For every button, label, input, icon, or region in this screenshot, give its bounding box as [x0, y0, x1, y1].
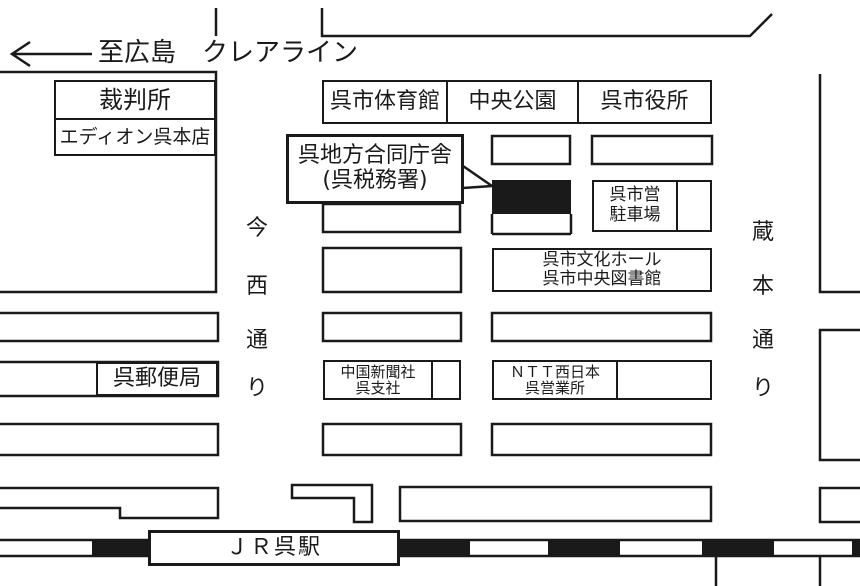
block-left-1: [0, 311, 220, 343]
block-right-1: [490, 134, 572, 166]
parking-line2: 駐車場: [609, 205, 661, 225]
ntt-line1: ＮＴＴ西日本: [509, 362, 600, 381]
railway-dash: [852, 540, 860, 556]
kuramoto-char-1: 蔵: [752, 220, 775, 245]
railway-dash: [92, 540, 148, 556]
block-mid-1: [321, 202, 462, 234]
block-left-4: [0, 486, 220, 520]
post-office-box: 呉郵便局: [96, 362, 218, 396]
block-right-3: [490, 311, 713, 343]
imanishi-char-2: 西: [246, 274, 269, 299]
kuramoto-char-2: 本: [752, 274, 775, 299]
block-right-5: [398, 485, 713, 523]
ntt-line2: 呉営業所: [524, 379, 585, 397]
block-mid-3: [321, 311, 463, 343]
edion-box: エディオン呉本店: [54, 120, 216, 156]
block-far-right-3: [818, 486, 860, 524]
city-hall-box: 呉市役所: [577, 80, 712, 124]
newspaper-line1: 中国新聞社: [340, 362, 416, 381]
block-far-right-2: [818, 328, 860, 462]
route-label: 至広島 クレアライン: [98, 38, 359, 68]
target-sub: (呉税務署): [322, 168, 428, 193]
block-right-4: [490, 422, 713, 457]
kuramoto-char-4: り: [752, 376, 775, 401]
railway-dash: [702, 540, 774, 556]
target-building-marker: [492, 180, 571, 214]
imanishi-char-1: 今: [246, 216, 269, 241]
block-right-2: [590, 134, 714, 166]
callout-pointer: [462, 164, 496, 190]
culture-hall-label: 呉市文化ホール: [542, 250, 662, 271]
target-name: 呉地方合同庁舎: [297, 143, 452, 169]
kuramoto-char-3: 通: [752, 328, 775, 353]
parking-line1: 呉市営: [609, 185, 661, 206]
road-edge: [320, 8, 773, 38]
block-left-3: [0, 422, 220, 457]
block-mid-2: [321, 246, 463, 294]
parking-box: 呉市営 駐車場: [592, 180, 712, 232]
ntt-box: ＮＴＴ西日本 呉営業所: [492, 360, 712, 400]
railway-dash: [548, 540, 620, 556]
block-mid-4: [321, 422, 463, 457]
imanishi-char-3: 通: [246, 328, 269, 353]
imanishi-char-4: り: [246, 376, 269, 401]
central-park-box: 中央公園: [446, 80, 579, 124]
culture-hall-box: 呉市文化ホール 呉市中央図書館: [492, 248, 712, 292]
library-label: 呉市中央図書館: [542, 269, 662, 289]
block-mid-5: [290, 483, 374, 524]
block-court: [0, 70, 218, 294]
railway-dash: [400, 540, 470, 556]
block-far-right-1: [818, 74, 860, 294]
arrow-left-icon: [9, 40, 92, 68]
newspaper-line2: 呉支社: [355, 379, 401, 397]
court-box: 裁判所: [54, 80, 216, 120]
newspaper-box: 中国新聞社 呉支社: [323, 360, 461, 400]
target-callout: 呉地方合同庁舎 (呉税務署): [286, 134, 464, 204]
kure-gym-box: 呉市体育館: [322, 80, 448, 124]
station-box: ＪＲ呉駅: [148, 530, 400, 566]
